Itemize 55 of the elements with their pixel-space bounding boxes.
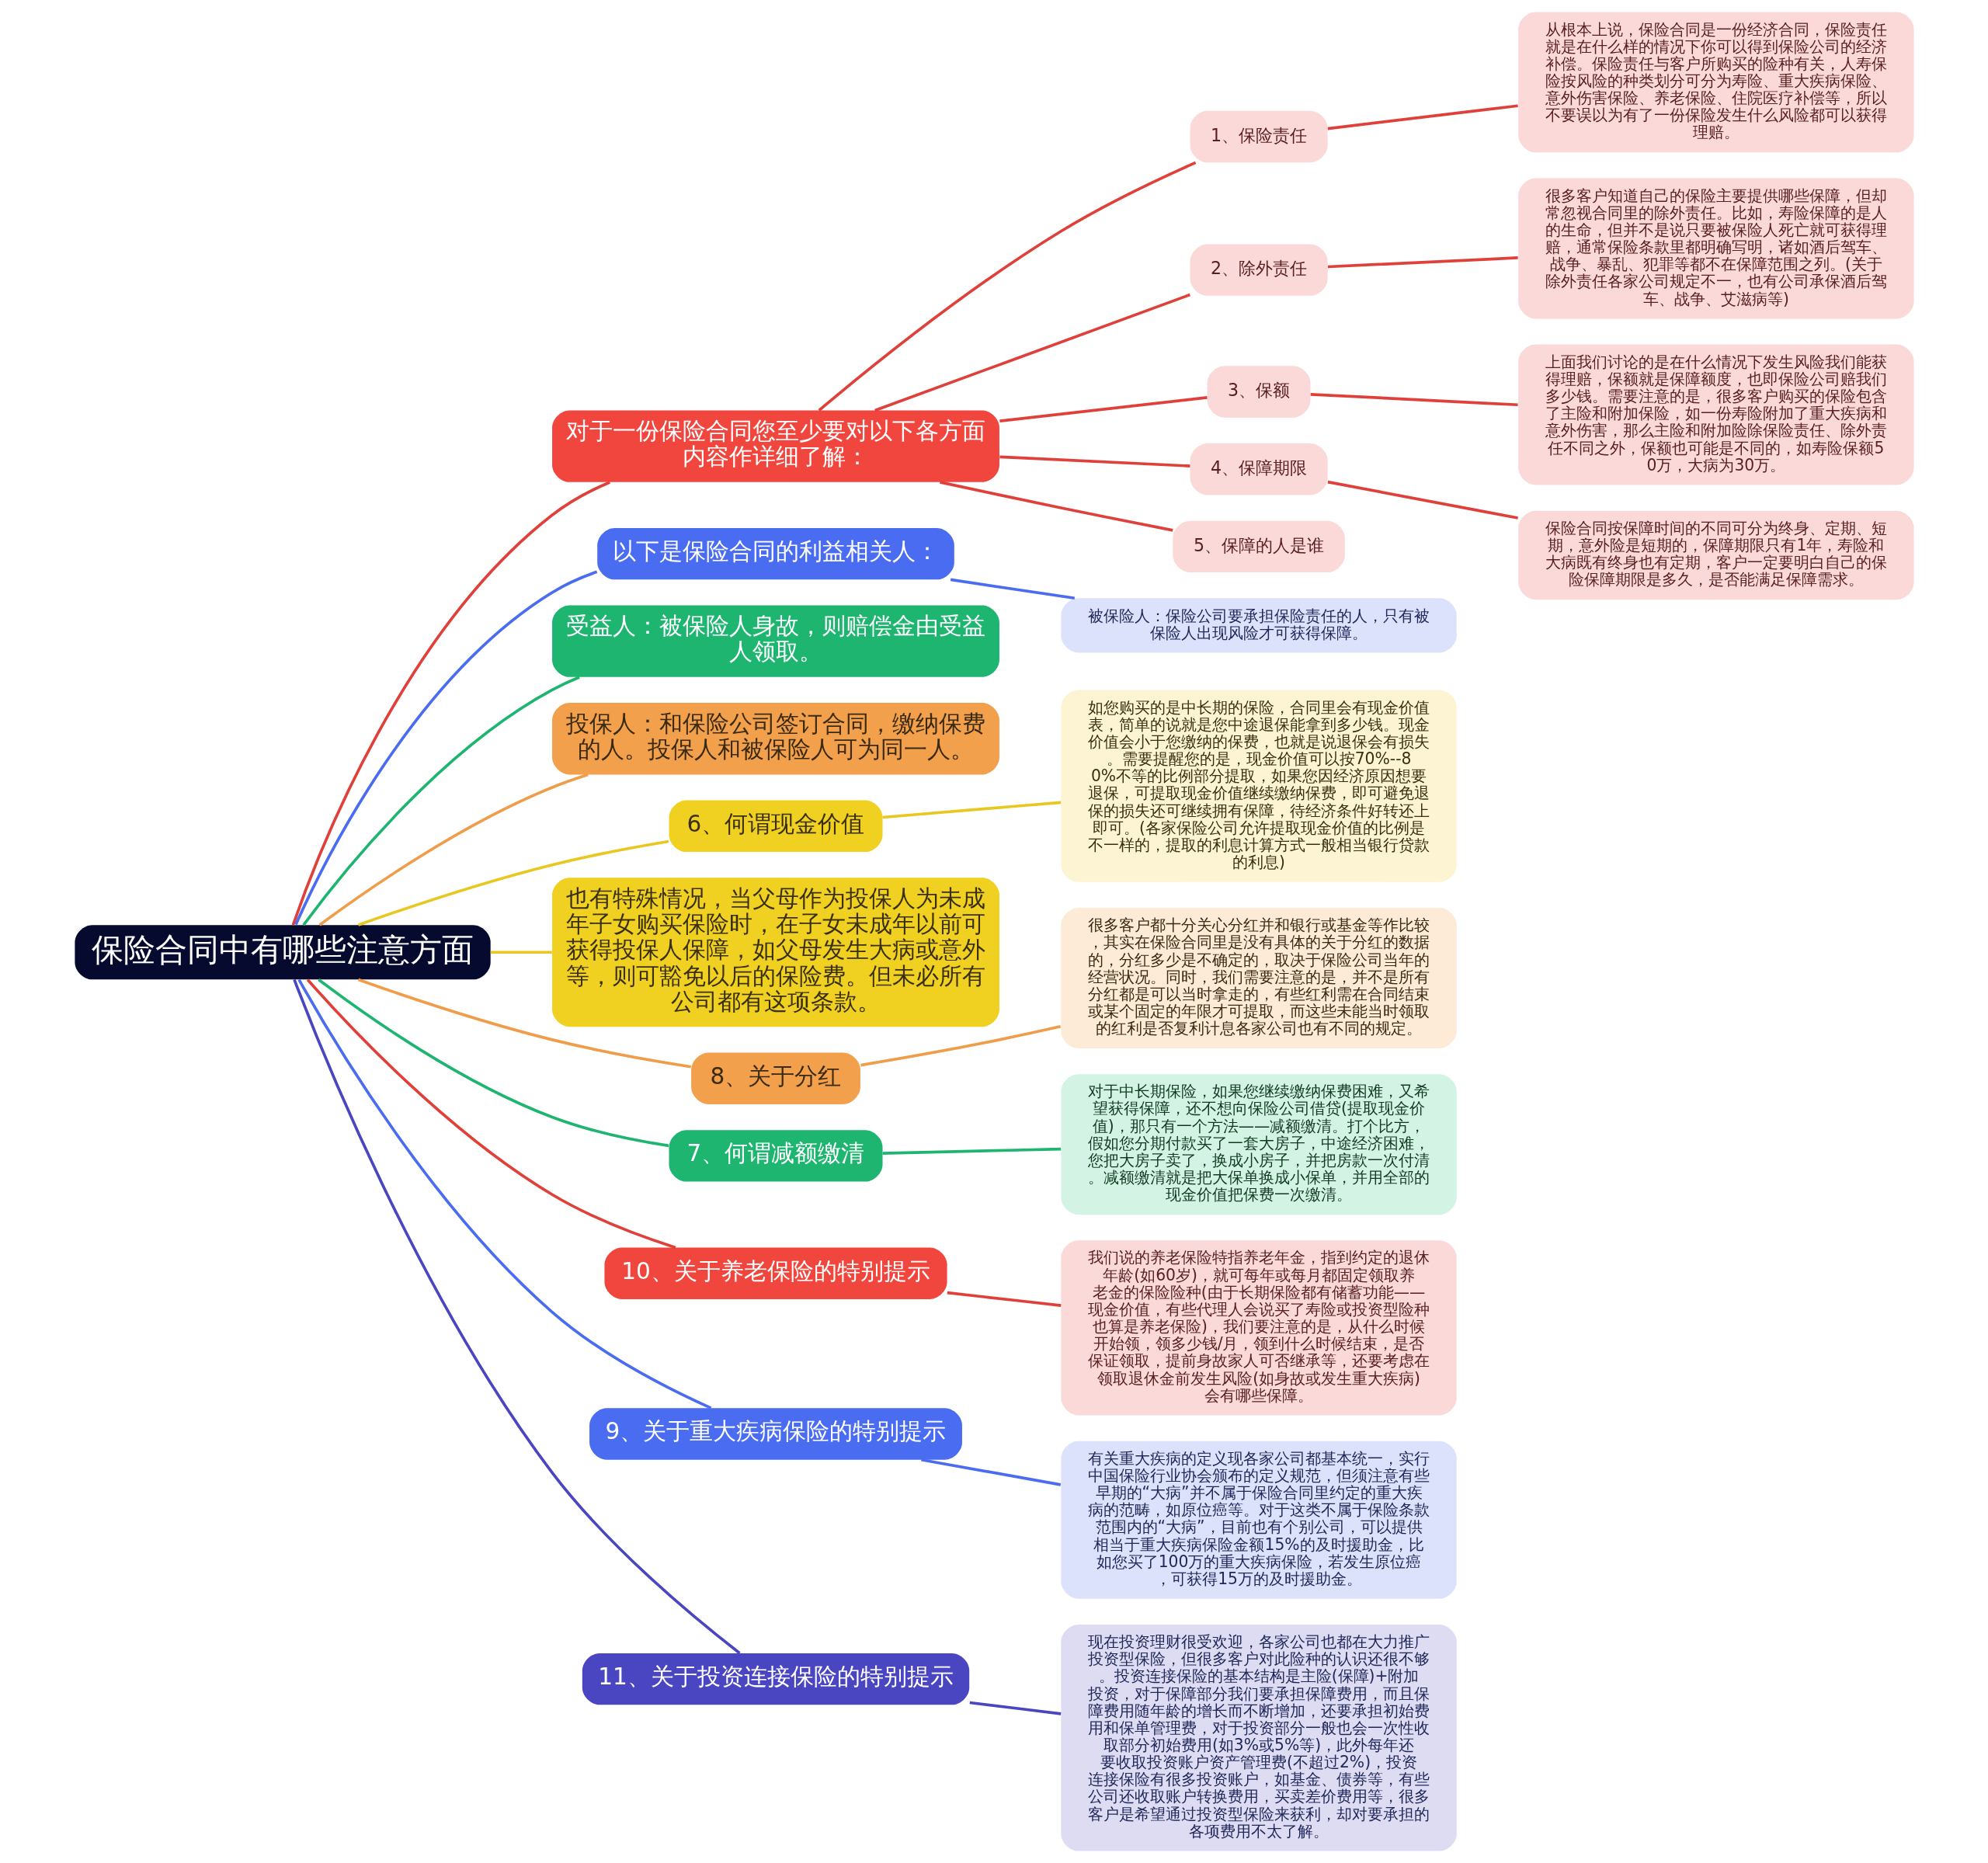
connector	[950, 578, 1075, 600]
connector	[818, 161, 1196, 412]
connector	[357, 978, 691, 1069]
node-box: 现在投资理财很受欢迎，各家公司也都在大力推广投资型保险，但很多客户对此险种的认识还很不够。投资连接保险的基本结构是主险(保障)+附加投资，对于保障部分我们要承担保障费用，而且保障费用随年龄的增长而不断增加，还要承担初始费用和保单管理费，对于投资部分一般也会一次性收取部分初始费用(如3%或5%等)，此外每年还要收取投资账户资产管理费(不超过2%)，投资连接保险有很多投资账户，如基金、债券等，有些公司还收取账户转换费用，买卖差价费用等，很多客户是希望通过投资型保险来获利，却对要承担的各项费用不太了解。	[1060, 1624, 1457, 1851]
connector	[999, 455, 1190, 467]
node-box: 被保险人：保险公司要承担保险责任的人，只有被保险人出现风险才可获得保障。	[1060, 598, 1457, 653]
connector	[881, 801, 1061, 819]
node-box: 对于中长期保险，如果您继续缴纳保费困难，又希望获得保障，还不想向保险公司借贷(提取现金价值)，那只有一个方法——减额缴清。打个比方，假如您分期付款买了一套大房子，中途经济困难，您把大房子卖了，换成小房子，并把房款一次付清。减额缴清就是把大保单换成小保单，并用全部的现金价值把保费一次缴清。	[1060, 1074, 1457, 1215]
node-box: 5、保障的人是谁	[1172, 520, 1345, 573]
connector	[294, 570, 597, 926]
connector	[306, 978, 676, 1250]
connector	[969, 1701, 1061, 1715]
node-box: 保险合同按保障时间的不同可分为终身、定期、短期，意外险是短期的，保障期限只有1年，寿险和大病既有终身也有定期，客户一定要明白自己的保险保障期限是多久，是否能满足保障需求。	[1517, 510, 1914, 600]
node-box: 也有特殊情况，当父母作为投保人为未成年子女购买保险时，在子女未成年以前可获得投保人保障，如父母发生大病或意外等，则可豁免以后的保险费。但未必所有公司都有这项条款。	[551, 878, 999, 1027]
node-box: 上面我们讨论的是在什么情况下发生风险我们能获得理赔，保额就是保障额度，也即保险公司赔我们多少钱。需要注意的是，很多客户购买的保险包含了主险和附加保险，如一份寿险附加了重大疾病和意外伤害，那么主险和附加险除保险责任、除外责任不同之外，保额也可能是不同的，如寿险保额50万，大病为30万。	[1517, 344, 1914, 485]
connector	[1327, 256, 1518, 269]
connector	[297, 978, 711, 1409]
connector	[1327, 104, 1518, 130]
node-box: 如您购买的是中长期的保险，合同里会有现金价值表，简单的说就是您中途退保能拿到多少钱。现金价值会小于您缴纳的保费，也就是说退保会有损失。需要提醒您的是，现金价值可以按70%--80%不等的比例部分提取，如果您因经济原因想要退保，可提取现金价值继续缴纳保费，即可避免退保的损失还可继续拥有保障，待经济条件好转还上即可。(各家保险公司允许提取现金价值的比例是不一样的，提取的利息计算方式一般相当银行贷款的利息)	[1060, 690, 1457, 882]
connector	[860, 1025, 1061, 1067]
connector	[490, 951, 552, 954]
node-box: 11、关于投资连接保险的特别提示	[582, 1653, 969, 1705]
connector	[317, 978, 669, 1148]
node-box: 受益人：被保险人身故，则赔偿金由受益人领取。	[551, 605, 999, 677]
connector	[874, 293, 1190, 412]
node-box: 2、除外责任	[1189, 244, 1328, 296]
connector	[920, 1458, 1061, 1486]
node-box: 很多客户知道自己的保险主要提供哪些保障，但却常忽视合同里的除外责任。比如，寿险保障的是人的生命，但并不是说只要被保险人死亡就可获得理赔，通常保险条款里都明确写明，诸如酒后驾车、战争、暴乱、犯罪等都不在保障范围之列。(关于除外责任各家公司规定不一，也有公司承保酒后驾车、战争、艾滋病等)	[1517, 178, 1914, 319]
connector	[939, 481, 1173, 532]
connector	[318, 773, 589, 926]
node-box: 保险合同中有哪些注意方面	[74, 925, 491, 980]
node-box: 我们说的养老保险特指养老年金，指到约定的退休年龄(如60岁)，就可每年或每月都固定领取养老金的保险险种(由于长期保险都有储蓄功能——现金价值，有些代理人会说买了寿险或投资型险种也算是养老保险)，我们要注意的是，从什么时候开始领，领多少钱/月，领到什么时候结束，是否保证领取，提前身故家人可否继承等，还要考虑在领取退休金前发生风险(如身故或发生重大疾病)会有哪些保障。	[1060, 1240, 1457, 1416]
node-box: 投保人：和保险公司签订合同，缴纳保费的人。投保人和被保险人可为同一人。	[551, 703, 999, 775]
node-box: 10、关于养老保险的特别提示	[603, 1247, 947, 1299]
connector	[301, 676, 580, 926]
node-box: 7、何谓减额缴清	[669, 1130, 882, 1182]
node-box: 3、保额	[1207, 366, 1310, 418]
connector	[1327, 480, 1518, 520]
connector	[999, 396, 1208, 422]
node-box: 对于一份保险合同您至少要对以下各方面内容作详细了解：	[551, 410, 999, 482]
node-box: 1、保险责任	[1189, 110, 1328, 163]
node-box: 4、保障期限	[1189, 443, 1328, 495]
connector	[291, 481, 610, 926]
connector	[882, 1147, 1061, 1155]
connector	[357, 839, 669, 926]
node-box: 有关重大疾病的定义现各家公司都基本统一，实行中国保险行业协会颁布的定义规范，但须注意有些早期的“大病”并不属于保险合同里约定的重大疾病的范畴，如原位癌等。对于这类不属于保险条款范围内的“大病”，目前也有个别公司，可以提供相当于重大疾病保险金额15%的及时援助金，比如您买了100万的重大疾病保险，若发生原位癌，可获得15万的及时援助金。	[1060, 1441, 1457, 1599]
connector	[1310, 392, 1518, 407]
node-box: 9、关于重大疾病保险的特别提示	[589, 1408, 962, 1460]
connector	[292, 978, 741, 1655]
connector	[947, 1291, 1061, 1308]
node-box: 6、何谓现金价值	[669, 800, 882, 853]
node-box: 8、关于分红	[690, 1052, 860, 1104]
node-box: 以下是保险合同的利益相关人：	[596, 527, 954, 580]
node-box: 从根本上说，保险合同是一份经济合同，保险责任就是在什么样的情况下你可以得到保险公司的经济补偿。保险责任与客户所购买的险种有关，人寿保险按风险的种类划分可分为寿险、重大疾病保险、意外伤害保险、养老保险、住院医疗补偿等，所以不要误以为有了一份保险发生什么风险都可以获得理赔。	[1517, 12, 1914, 153]
node-box: 很多客户都十分关心分红并和银行或基金等作比较，其实在保险合同里是没有具体的关于分红的数据的，分红多少是不确定的，取决于保险公司当年的经营状况。同时，我们需要注意的是，并不是所有分红都是可以当时拿走的，有些红利需在合同结束或某个固定的年限才可提取，而这些未能当时领取的红利是否复利计息各家公司也有不同的规定。	[1060, 908, 1457, 1048]
